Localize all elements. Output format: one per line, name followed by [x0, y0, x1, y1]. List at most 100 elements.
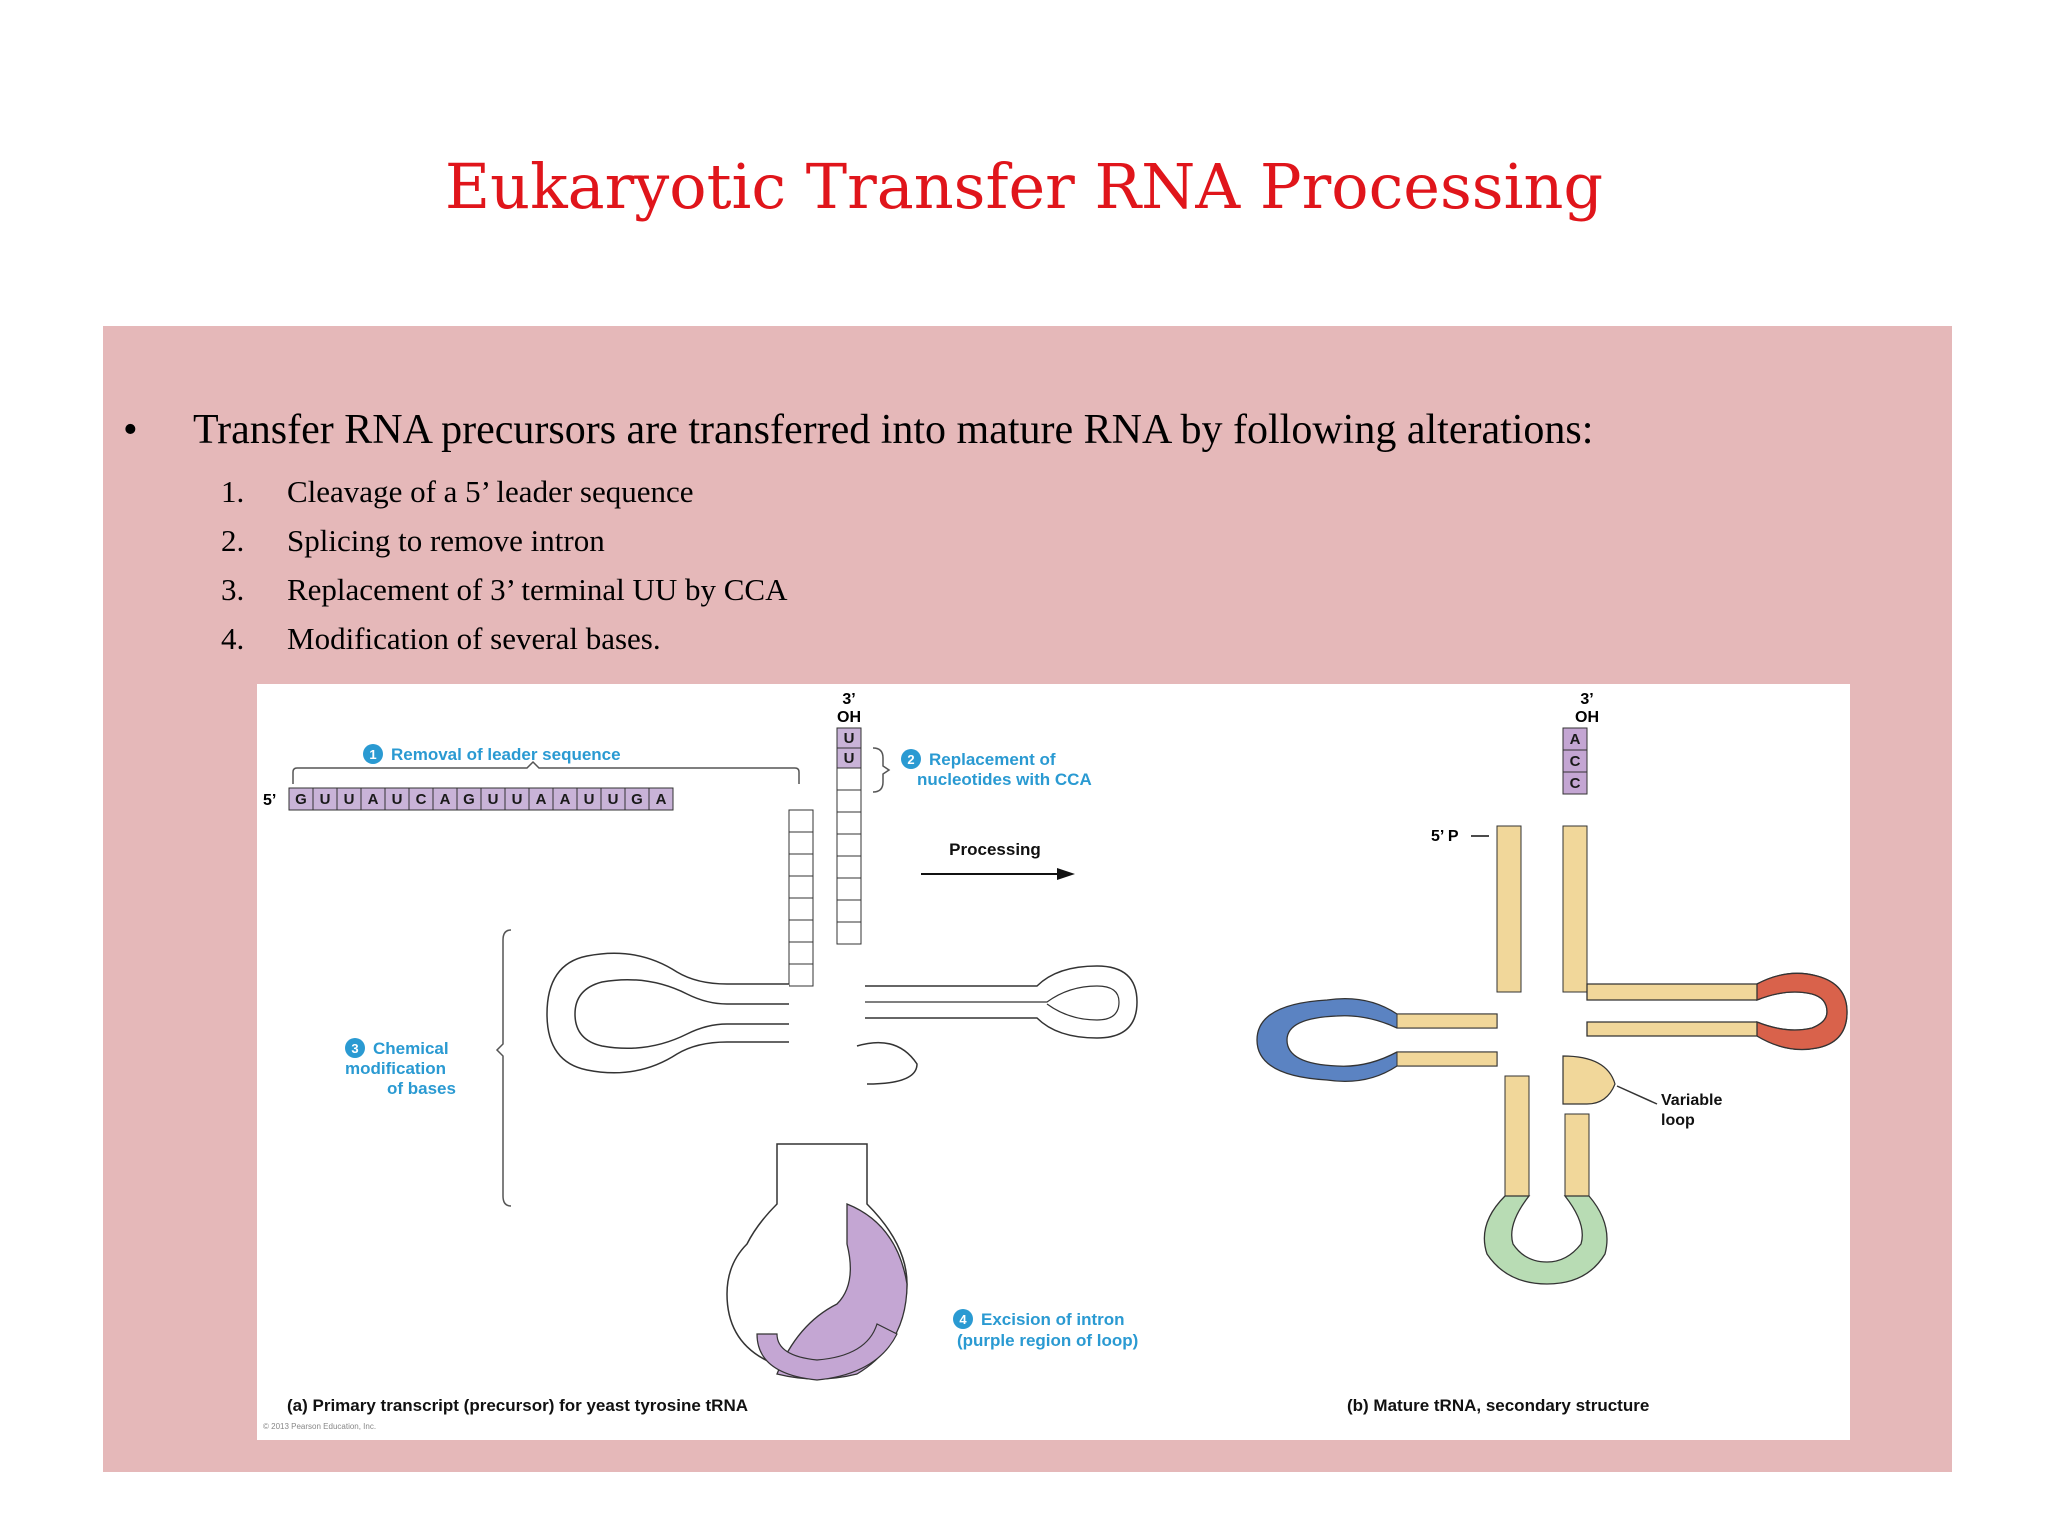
svg-text:A: A	[440, 791, 451, 808]
b-cca-end: ACC	[1562, 727, 1588, 795]
step-item: 3.Replacement of 3’ terminal UU by CCA	[221, 565, 787, 614]
step-text: Cleavage of a 5’ leader sequence	[287, 474, 694, 509]
svg-text:U: U	[344, 791, 355, 808]
a-stem-left-nucleotide	[788, 853, 814, 877]
cca-nucleotide: C	[1562, 771, 1588, 795]
callout-3-badge	[345, 1038, 365, 1058]
svg-text:C: C	[1570, 775, 1581, 792]
a-stem-left-nucleotide	[788, 897, 814, 921]
cca-nucleotide: C	[1562, 749, 1588, 773]
leader-nucleotide: U	[504, 787, 530, 811]
a-stem-left-nucleotide	[788, 963, 814, 987]
svg-text:C: C	[1570, 753, 1581, 770]
b-anticodon-right	[1564, 1113, 1590, 1197]
a-stem-right-nucleotide	[836, 811, 862, 835]
b-t-loop	[1756, 972, 1848, 1051]
svg-text:U: U	[488, 791, 499, 808]
a-acceptor-stem: UU	[788, 727, 862, 987]
callout-4-text-line1: Excision of intron	[981, 1310, 1125, 1329]
leader-nucleotide: U	[336, 787, 362, 811]
tail-nucleotide: U	[836, 747, 862, 769]
step-number: 1.	[221, 474, 245, 509]
step-number: 2.	[221, 523, 245, 558]
leader-bracket	[292, 760, 800, 784]
callout-4-text-line2: (purple region of loop)	[957, 1331, 1138, 1350]
callout-4-badge	[953, 1309, 973, 1329]
leader-nucleotide: U	[384, 787, 410, 811]
tail-nucleotide: U	[836, 727, 862, 749]
a-five-prime-label: 5’	[263, 792, 276, 809]
a-stem-right-nucleotide	[836, 767, 862, 791]
b-anticodon-left	[1504, 1075, 1530, 1197]
leader-nucleotide: A	[552, 787, 578, 811]
a-stem-right-nucleotide	[836, 855, 862, 879]
callout-3-text-line3: of bases	[387, 1079, 456, 1098]
bullet-marker: •	[123, 407, 138, 453]
svg-text:G: G	[463, 791, 475, 808]
leader-nucleotide: G	[288, 787, 314, 811]
b-acceptor-right	[1562, 825, 1588, 993]
step-item: 1. Cleavage of a 5’ leader sequence	[221, 467, 787, 516]
b-acceptor-left	[1496, 825, 1522, 993]
svg-text:U: U	[844, 750, 855, 767]
step-text: Replacement of 3’ terminal UU by CCA	[287, 572, 788, 607]
leader-nucleotide: U	[600, 787, 626, 811]
step-text: Splicing to remove intron	[287, 523, 605, 558]
svg-text:U: U	[608, 791, 619, 808]
a-stem-right-nucleotide	[836, 789, 862, 813]
svg-text:A: A	[560, 791, 571, 808]
copyright-text: © 2013 Pearson Education, Inc.	[263, 1422, 376, 1431]
step-number: 4.	[221, 621, 245, 656]
leader-nucleotide: U	[312, 787, 338, 811]
b-three-prime-label: 3’	[1580, 691, 1593, 708]
cca-bracket	[872, 747, 891, 793]
panel-a-caption: (a) Primary transcript (precursor) for y…	[287, 1396, 748, 1415]
panel-b-caption: (b) Mature tRNA, secondary structure	[1347, 1396, 1649, 1415]
svg-text:G: G	[295, 791, 307, 808]
leader-nucleotide: A	[360, 787, 386, 811]
a-oh-label: OH	[837, 709, 861, 726]
a-stem-right-nucleotide	[836, 921, 862, 945]
a-variable-loop	[856, 1041, 918, 1085]
callout-1-badge	[363, 744, 383, 764]
bullet-item: •Transfer RNA precursors are transferred…	[123, 406, 1593, 454]
b-anticodon-loop	[1483, 1195, 1608, 1285]
a-stem-right-nucleotide	[836, 833, 862, 857]
callout-3-text-line2: modification	[345, 1059, 446, 1078]
svg-text:G: G	[631, 791, 643, 808]
leader-nucleotide: U	[480, 787, 506, 811]
b-oh-label: OH	[1575, 709, 1599, 726]
leader-nucleotide: A	[432, 787, 458, 811]
steps-list: 1. Cleavage of a 5’ leader sequence 2. Spl…	[221, 467, 787, 663]
a-d-loop-inner	[574, 978, 789, 1050]
callout-2-text-line1: Replacement of	[929, 750, 1056, 769]
leader-nucleotide: A	[528, 787, 554, 811]
b-five-prime-p-label: 5’ P	[1431, 828, 1459, 845]
leader-nucleotide: U	[576, 787, 602, 811]
svg-text:C: C	[416, 791, 427, 808]
variable-loop-label-2: loop	[1661, 1112, 1695, 1129]
svg-text:U: U	[584, 791, 595, 808]
callout-3-number: 3	[351, 1041, 358, 1056]
a-stem-right-nucleotide	[836, 877, 862, 901]
callout-3-text-line1: Chemical	[373, 1039, 449, 1058]
a-stem-left-nucleotide	[788, 941, 814, 965]
content-panel: •Transfer RNA precursors are transferred…	[103, 326, 1952, 1472]
intron-loop-bottom	[756, 1323, 898, 1381]
variable-loop-label: Variable	[1661, 1092, 1722, 1109]
leader-nucleotide: G	[624, 787, 650, 811]
callout-2-number: 2	[907, 752, 914, 767]
a-stem-left-nucleotide	[788, 809, 814, 833]
step-text: Modification of several bases.	[287, 621, 661, 656]
svg-text:U: U	[320, 791, 331, 808]
a-stem-left-nucleotide	[788, 875, 814, 899]
b-d-loop	[1256, 997, 1498, 1083]
callout-1-number: 1	[369, 747, 376, 762]
a-t-loop-inner	[865, 985, 1120, 1021]
svg-text:A: A	[368, 791, 379, 808]
a-three-prime-label: 3’	[842, 691, 855, 708]
b-variable-loop	[1562, 1055, 1616, 1105]
svg-text:A: A	[656, 791, 667, 808]
